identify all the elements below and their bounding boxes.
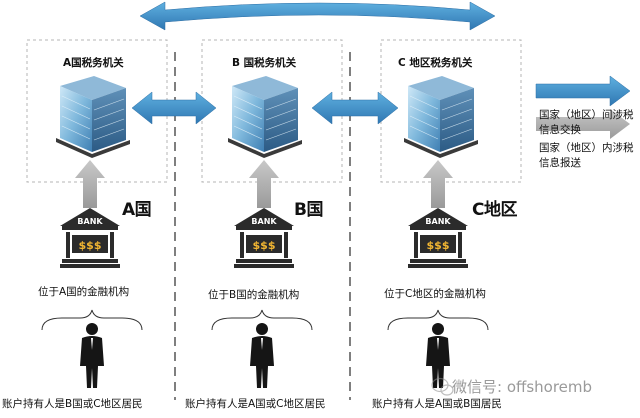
holder-label-b: 账户持有人是A国或C地区居民 <box>185 398 326 410</box>
tax-authority-title-b: B 国税务机关 <box>232 57 297 69</box>
watermark-text: 微信号: offshoremb <box>452 378 593 396</box>
report-arrow-b <box>249 160 279 208</box>
brace-b <box>211 309 313 331</box>
country-label-c: C地区 <box>472 200 517 220</box>
exchange-arrow-a-b <box>131 91 217 125</box>
account-holder-icon-c <box>426 323 450 388</box>
tax-authority-title-c: C 地区税务机关 <box>398 57 473 69</box>
holder-label-c: 账户持有人是A国或B国居民 <box>372 398 502 410</box>
bank-symbol-a: $$$ <box>79 239 102 252</box>
fi-label-c: 位于C地区的金融机构 <box>384 288 486 300</box>
tax-building-icon-b <box>228 76 302 158</box>
bank-name-a: BANK <box>77 217 103 226</box>
legend-report-text: 国家（地区）内涉税信息报送 <box>539 142 634 169</box>
legend-exchange-arrow <box>535 75 631 107</box>
bank-icon-a: BANK $$$ <box>60 208 120 268</box>
bank-symbol-c: $$$ <box>427 239 450 252</box>
bank-name-b: BANK <box>251 217 277 226</box>
fi-label-a: 位于A国的金融机构 <box>38 286 130 298</box>
country-label-a: A国 <box>122 200 152 220</box>
legend-label-report-wrap: 国家（地区）内涉税信息报送 <box>539 141 635 171</box>
exchange-arrow-a-c <box>139 1 496 31</box>
bank-icon-b: BANK $$$ <box>234 208 294 268</box>
wechat-icon <box>431 377 454 396</box>
bank-name-c: BANK <box>425 217 451 226</box>
holder-label-a: 账户持有人是B国或C地区居民 <box>2 398 143 410</box>
fi-label-b: 位于B国的金融机构 <box>208 289 300 301</box>
tax-authority-title-a: A国税务机关 <box>63 57 124 69</box>
account-holder-icon-b <box>250 323 274 388</box>
bank-icon-c: BANK $$$ <box>408 208 468 268</box>
legend-label-exchange-wrap: 国家（地区）间涉税信息交换 <box>539 108 635 138</box>
bank-symbol-b: $$$ <box>253 239 276 252</box>
tax-building-icon-a <box>56 76 130 158</box>
exchange-arrow-b-c <box>311 91 399 125</box>
report-arrow-a <box>75 160 105 208</box>
tax-building-icon-c <box>404 76 478 158</box>
brace-c <box>387 309 489 331</box>
brace-a <box>41 309 143 331</box>
legend-exchange-text: 国家（地区）间涉税信息交换 <box>539 109 634 136</box>
country-label-b: B国 <box>294 200 323 220</box>
report-arrow-c <box>423 160 453 208</box>
account-holder-icon-a <box>80 323 104 388</box>
legend-report-arrow <box>536 109 630 139</box>
